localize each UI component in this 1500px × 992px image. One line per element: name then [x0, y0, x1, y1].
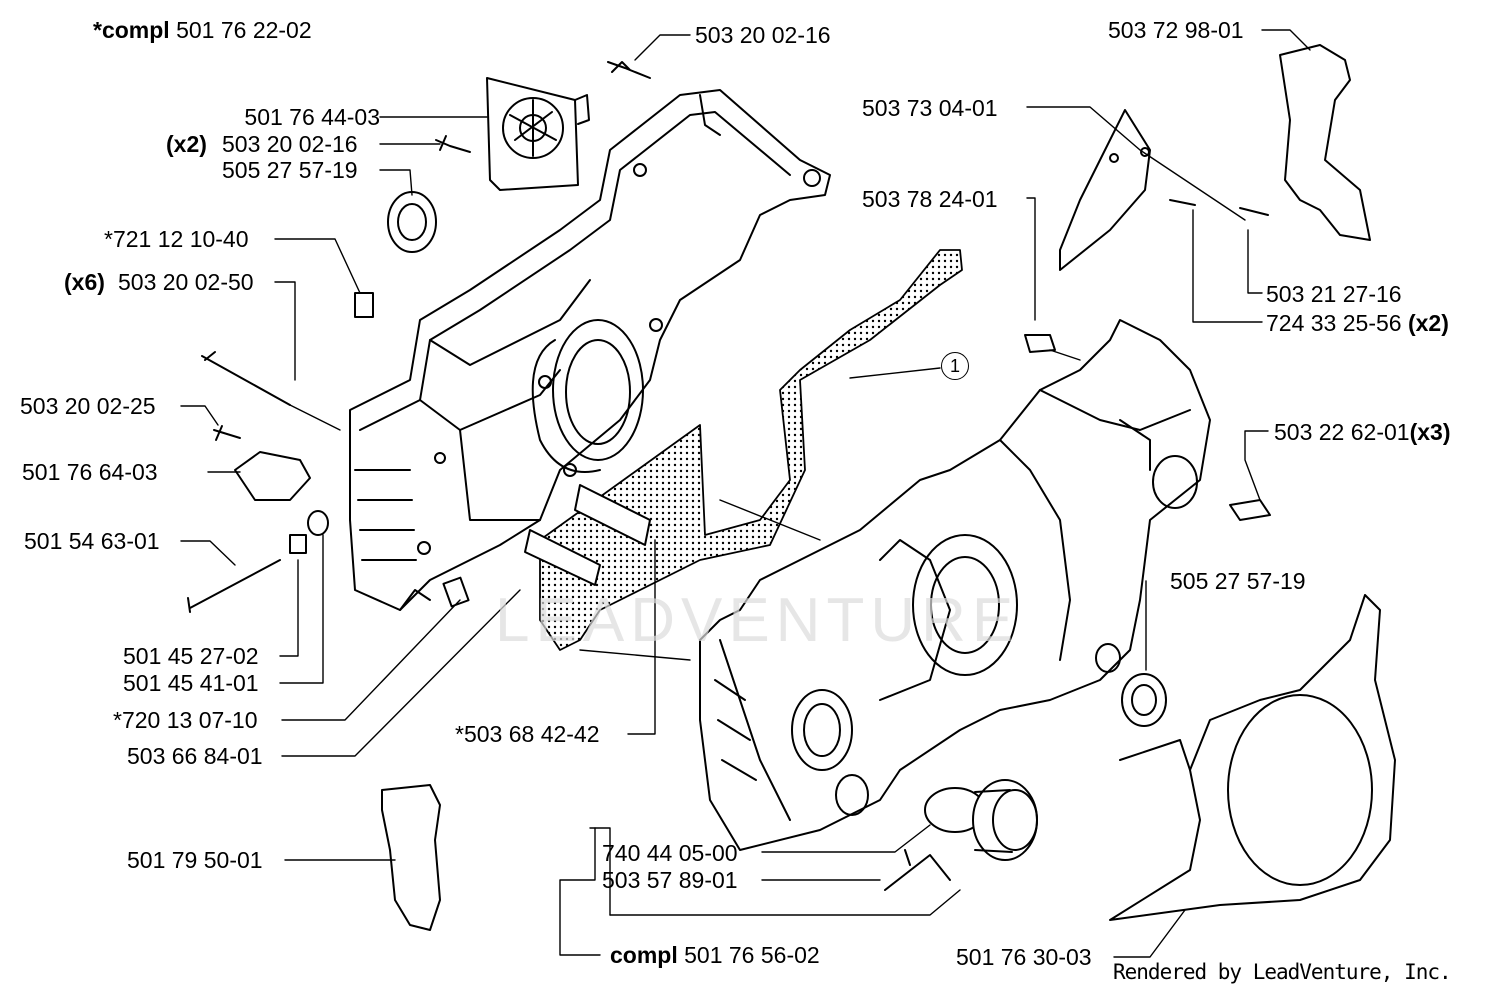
watermark: LEADVENTURE: [495, 586, 1020, 655]
oil-cap: [972, 779, 1038, 861]
quantity-label: (x6): [64, 269, 105, 295]
nut: [307, 510, 329, 536]
part-label: 503 20 02-50: [118, 269, 254, 295]
part-label: 501 54 63-01: [24, 528, 160, 554]
left-crankcase-half: [349, 89, 831, 611]
part-label: 501 76 30-03: [956, 944, 1092, 970]
title-assembly-label: *compl 501 76 22-02: [93, 17, 312, 43]
part-label: 503 21 27-16: [1266, 281, 1402, 307]
callout-1: 1: [941, 352, 969, 380]
part-label: 740 44 05-00: [602, 840, 738, 866]
part-label: 503 20 02-16: [222, 131, 358, 157]
part-label: 724 33 25-56 (x2): [1266, 310, 1449, 336]
top-cover: [1279, 44, 1371, 241]
clutch-cover: [1109, 594, 1396, 921]
part-label: 505 27 57-19: [222, 157, 358, 183]
crank-seal-left: [387, 191, 437, 253]
spacer-bracket: [381, 784, 441, 931]
bearing-housing-plate: [486, 77, 590, 191]
part-label: 501 76 44-03: [244, 104, 380, 130]
part-label: 503 20 02-16: [695, 22, 831, 48]
part-label: 501 76 64-03: [22, 459, 158, 485]
crankcase-gasket: [539, 249, 963, 651]
part-label: 501 45 27-02: [123, 643, 259, 669]
part-label: 503 20 02-25: [20, 393, 156, 419]
part-label: 501 45 41-01: [123, 670, 259, 696]
part-label: 503 66 84-01: [127, 743, 263, 769]
clip: [1229, 499, 1271, 521]
part-label: 503 78 24-01: [862, 186, 998, 212]
part-label: 501 79 50-01: [127, 847, 263, 873]
footer-credit: Rendered by LeadVenture, Inc.: [1113, 960, 1452, 984]
part-label: *721 12 10-40: [104, 226, 249, 252]
subassembly-label: compl 501 76 56-02: [610, 942, 820, 968]
crank-bolts: [524, 484, 651, 586]
part-label: 505 27 57-19: [1170, 568, 1306, 594]
screws: [187, 61, 1269, 613]
part-label: 503 22 62-01(x3): [1274, 419, 1451, 445]
adjuster-bracket: [234, 451, 311, 501]
strap: [884, 849, 951, 891]
part-label: 503 73 04-01: [862, 95, 998, 121]
part-label: *503 68 42-42: [455, 721, 600, 747]
nut-small: [1024, 334, 1056, 353]
part-label: *720 13 07-10: [113, 707, 258, 733]
chain-deflector: [1059, 109, 1151, 271]
part-label: 503 57 89-01: [602, 867, 738, 893]
crank-seal-right: [1121, 673, 1167, 727]
part-label: 503 72 98-01: [1108, 17, 1244, 43]
washer-plate: [289, 534, 307, 554]
quantity-label: (x2): [166, 131, 207, 157]
right-crankcase-half: [699, 319, 1211, 851]
